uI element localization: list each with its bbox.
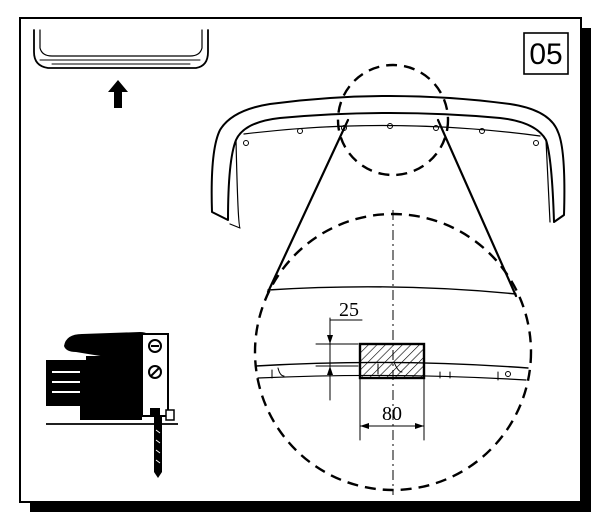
jigsaw-icon [46,332,178,478]
width-dimension-label: 80 [382,403,402,425]
panel-frame [19,17,591,512]
height-dimension: 25 [315,299,363,401]
bumper-overview [33,29,209,69]
step-number-box: 05 [523,32,569,75]
detail-marker-circle [336,63,450,177]
step-number: 05 [529,38,562,71]
height-dimension-label: 25 [339,299,359,321]
up-arrow-icon [108,80,128,108]
width-dimension: 80 [359,377,425,441]
cutout-area [358,342,426,380]
magnified-clips [271,367,511,381]
projection-lines [266,118,518,298]
